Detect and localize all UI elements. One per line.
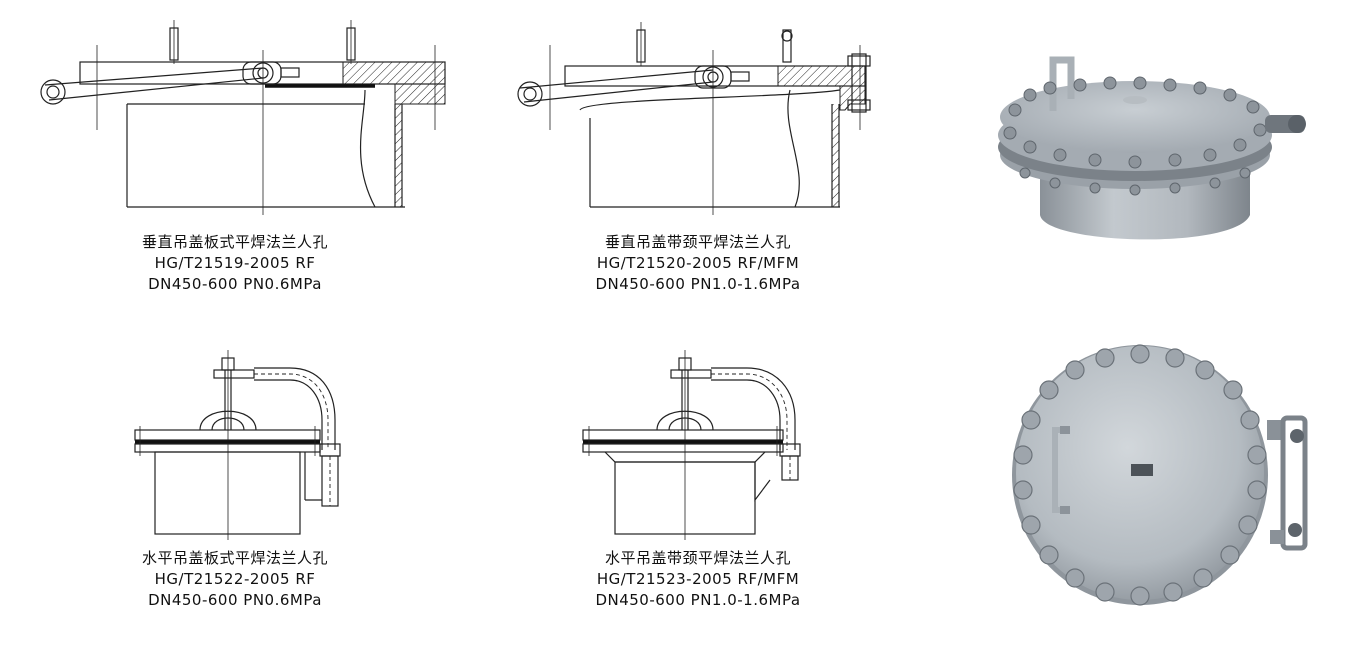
caption-rating: DN450-600 PN0.6MPa [148, 275, 322, 293]
drawing-horizontal-neck-manhole [582, 350, 801, 540]
caption-horizontal-plate: 水平吊盖板式平焊法兰人孔 HG/T21522-2005 RF DN450-600… [115, 548, 355, 611]
caption-title: 垂直吊盖板式平焊法兰人孔 [141, 233, 328, 251]
caption-standard: HG/T21522-2005 RF [154, 570, 316, 588]
caption-title: 水平吊盖带颈平焊法兰人孔 [604, 549, 791, 567]
caption-title: 水平吊盖板式平焊法兰人孔 [141, 549, 328, 567]
drawing-vertical-neck-manhole [517, 22, 871, 215]
caption-standard: HG/T21520-2005 RF/MFM [596, 254, 800, 272]
caption-horizontal-neck: 水平吊盖带颈平焊法兰人孔 HG/T21523-2005 RF/MFM DN450… [568, 548, 828, 611]
caption-vertical-plate: 垂直吊盖板式平焊法兰人孔 HG/T21519-2005 RF DN450-600… [115, 232, 355, 295]
caption-vertical-neck: 垂直吊盖带颈平焊法兰人孔 HG/T21520-2005 RF/MFM DN450… [568, 232, 828, 295]
caption-rating: DN450-600 PN1.0-1.6MPa [595, 591, 801, 609]
photo-manhole-front-view [1012, 344, 1308, 606]
caption-rating: DN450-600 PN1.0-1.6MPa [595, 275, 801, 293]
drawing-vertical-plate-manhole [40, 20, 446, 215]
caption-standard: HG/T21523-2005 RF/MFM [596, 570, 800, 588]
photo-manhole-side-view [998, 56, 1306, 240]
caption-standard: HG/T21519-2005 RF [154, 254, 316, 272]
drawing-horizontal-plate-manhole [134, 350, 341, 540]
caption-rating: DN450-600 PN0.6MPa [148, 591, 322, 609]
caption-title: 垂直吊盖带颈平焊法兰人孔 [604, 233, 791, 251]
